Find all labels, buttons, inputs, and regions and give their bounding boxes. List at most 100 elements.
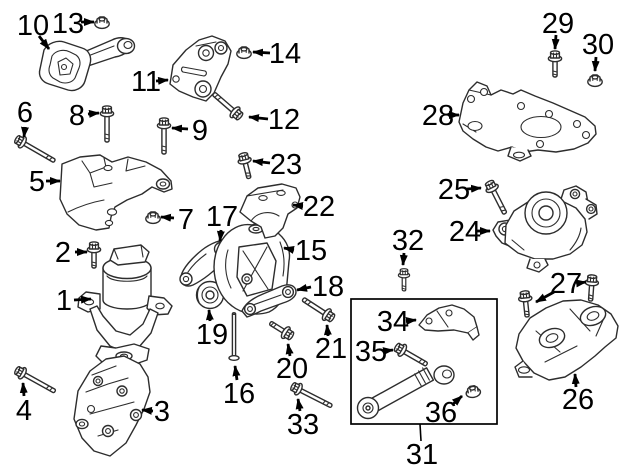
part-9-bolt bbox=[156, 117, 172, 155]
callout-arrow-3 bbox=[141, 406, 154, 415]
part-19-bushing bbox=[195, 280, 225, 310]
part-22-heat-shield-bracket bbox=[239, 183, 301, 239]
callout-arrow-12 bbox=[248, 114, 269, 123]
part-10-torque-strut-mount bbox=[38, 37, 136, 92]
callout-arrow-29 bbox=[551, 34, 560, 50]
callout-label-23[interactable]: 23 bbox=[270, 149, 302, 181]
callout-arrow-36 bbox=[451, 394, 463, 407]
callout-label-22[interactable]: 22 bbox=[303, 191, 335, 223]
part-29-bolt bbox=[547, 50, 563, 78]
part-33-bolt bbox=[288, 379, 336, 413]
callout-labels: 1 2 3 4 5 6 7 8 9 10 11 12 13 14 15 16 1… bbox=[16, 8, 614, 471]
callout-arrow-4 bbox=[19, 382, 28, 397]
part-11-engine-bracket bbox=[169, 35, 232, 102]
part-12-bolt bbox=[208, 87, 246, 124]
callout-arrow-1 bbox=[73, 295, 92, 304]
callout-label-5[interactable]: 5 bbox=[29, 166, 45, 198]
callout-label-14[interactable]: 14 bbox=[269, 38, 301, 70]
part-14-nut bbox=[236, 46, 252, 60]
callout-arrow-17 bbox=[216, 229, 225, 242]
callout-label-12[interactable]: 12 bbox=[268, 104, 300, 136]
callout-label-3[interactable]: 3 bbox=[154, 396, 170, 428]
callout-label-20[interactable]: 20 bbox=[276, 353, 308, 385]
callout-label-30[interactable]: 30 bbox=[582, 29, 614, 61]
callout-label-28[interactable]: 28 bbox=[422, 100, 454, 132]
callout-label-1[interactable]: 1 bbox=[56, 285, 72, 317]
callout-label-15[interactable]: 15 bbox=[295, 235, 327, 267]
callout-arrow-27b bbox=[575, 279, 587, 288]
callout-label-19[interactable]: 19 bbox=[196, 319, 228, 351]
callout-label-17[interactable]: 17 bbox=[206, 201, 238, 233]
part-8-bolt bbox=[99, 105, 115, 143]
part-6-bolt bbox=[12, 132, 59, 168]
callout-label-8[interactable]: 8 bbox=[69, 100, 85, 132]
part-32-bolt bbox=[397, 268, 411, 292]
part-5-mount-bracket-cover bbox=[59, 154, 173, 231]
callout-label-36[interactable]: 36 bbox=[425, 397, 457, 429]
part-4-bolt bbox=[12, 363, 59, 398]
callout-arrow-7 bbox=[160, 213, 175, 222]
part-23-bolt bbox=[235, 150, 257, 181]
callout-label-6[interactable]: 6 bbox=[17, 97, 33, 129]
callout-leader-31 bbox=[419, 423, 422, 442]
callout-label-29[interactable]: 29 bbox=[542, 8, 574, 40]
callout-arrow-23 bbox=[252, 158, 271, 167]
callout-arrow-21 bbox=[323, 324, 332, 337]
part-3-mount-support-bracket bbox=[73, 355, 151, 457]
callout-label-10[interactable]: 10 bbox=[17, 10, 49, 42]
callout-label-18[interactable]: 18 bbox=[312, 271, 344, 303]
callout-label-16[interactable]: 16 bbox=[223, 378, 255, 410]
callout-label-4[interactable]: 4 bbox=[16, 395, 32, 427]
callout-arrow-33 bbox=[295, 398, 304, 412]
callout-label-33[interactable]: 33 bbox=[287, 409, 319, 441]
callout-label-35[interactable]: 35 bbox=[355, 336, 387, 368]
callout-arrow-19 bbox=[205, 309, 214, 322]
part-20-bolt bbox=[265, 316, 297, 343]
callout-arrow-16 bbox=[232, 365, 241, 381]
part-28-support-plate-bracket bbox=[458, 81, 597, 162]
part-16-stud bbox=[228, 312, 240, 361]
callout-arrow-34 bbox=[405, 317, 417, 325]
part-36-nut bbox=[464, 384, 482, 400]
callout-arrow-30 bbox=[591, 56, 600, 72]
callout-arrow-22 bbox=[292, 202, 304, 210]
callout-arrow-15 bbox=[283, 246, 295, 254]
callout-arrow-26 bbox=[571, 373, 580, 388]
part-13-nut bbox=[94, 16, 110, 30]
damper-assembly-box bbox=[350, 298, 498, 425]
callout-arrow-32 bbox=[399, 252, 408, 266]
part-18-support-strap bbox=[241, 284, 297, 318]
callout-arrow-11 bbox=[155, 76, 169, 85]
callout-label-11[interactable]: 11 bbox=[131, 66, 161, 98]
callout-label-21[interactable]: 21 bbox=[315, 333, 347, 365]
callout-label-31[interactable]: 31 bbox=[406, 439, 438, 471]
part-35-bolt bbox=[391, 340, 431, 371]
part-2-bolt bbox=[86, 241, 102, 269]
callout-arrow-27a bbox=[535, 290, 555, 304]
callout-arrow-20 bbox=[285, 343, 294, 357]
callout-label-13[interactable]: 13 bbox=[52, 8, 84, 40]
callout-label-34[interactable]: 34 bbox=[377, 306, 409, 338]
callout-label-32[interactable]: 32 bbox=[392, 225, 424, 257]
callout-arrow-14 bbox=[252, 48, 271, 57]
callout-label-7[interactable]: 7 bbox=[178, 204, 194, 236]
callout-label-27[interactable]: 27 bbox=[550, 268, 582, 300]
part-34-damper-bracket bbox=[418, 304, 480, 341]
callout-label-24[interactable]: 24 bbox=[449, 216, 481, 248]
part-26-transmission-support-bracket bbox=[514, 299, 619, 381]
callout-label-25[interactable]: 25 bbox=[438, 174, 470, 206]
callout-arrows bbox=[19, 18, 600, 442]
callout-label-9[interactable]: 9 bbox=[192, 115, 208, 147]
callout-arrow-25 bbox=[466, 184, 482, 193]
part-30-nut bbox=[587, 74, 603, 88]
callout-arrow-6 bbox=[21, 126, 29, 138]
callout-label-2[interactable]: 2 bbox=[55, 237, 71, 269]
callout-arrow-18 bbox=[296, 283, 312, 292]
callout-arrow-8 bbox=[87, 109, 100, 118]
callout-label-26[interactable]: 26 bbox=[562, 384, 594, 416]
part-31-vibration-damper bbox=[356, 365, 455, 420]
callout-arrow-10 bbox=[37, 35, 51, 50]
part-7-nut bbox=[145, 211, 161, 225]
